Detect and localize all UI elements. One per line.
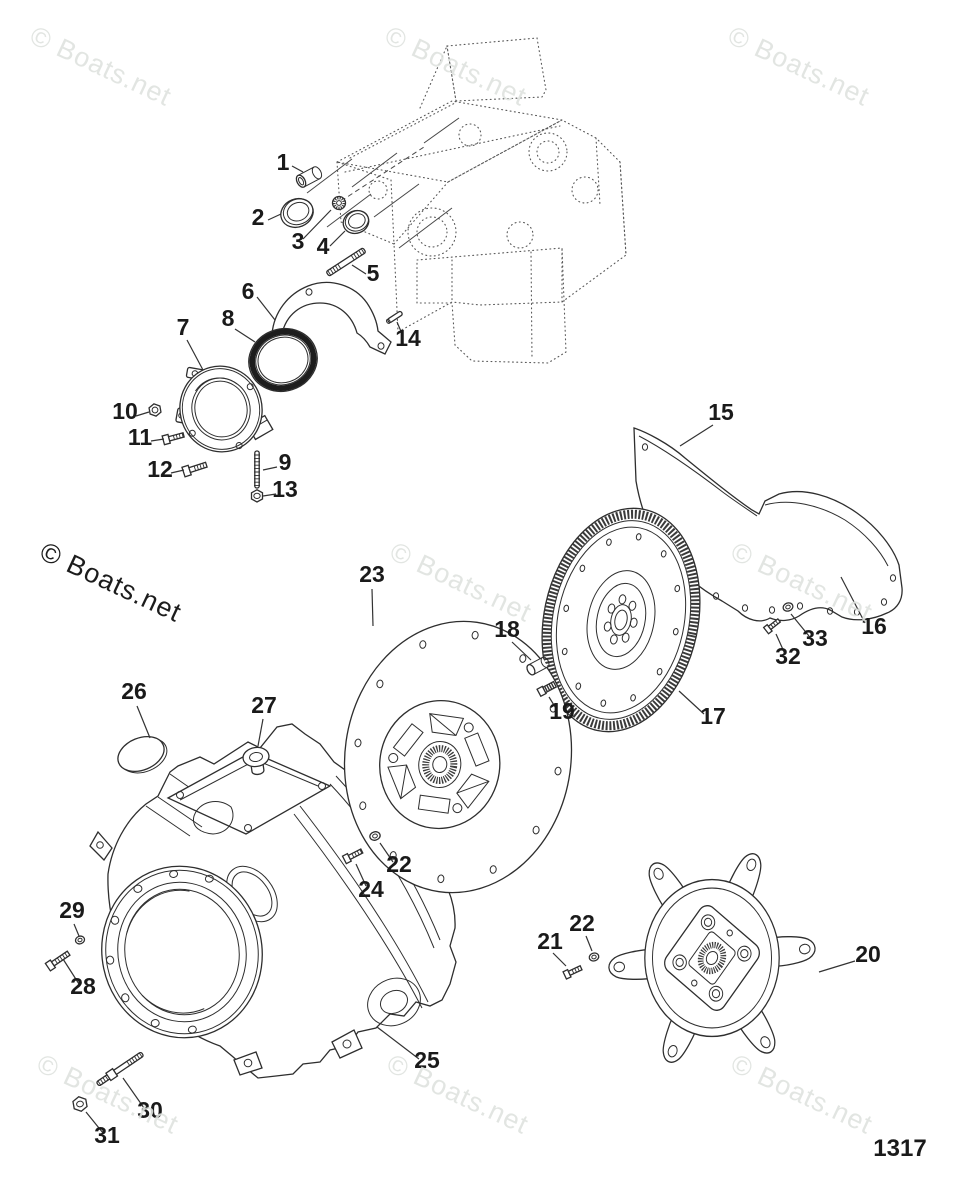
screw-19 [536, 680, 558, 698]
bushing-18 [526, 656, 550, 676]
washer-33 [782, 602, 794, 612]
callout-32: 32 [775, 643, 801, 669]
watermark-text: © Boats.net [385, 536, 536, 628]
callout-6: 6 [242, 278, 255, 304]
stud-5 [326, 247, 366, 277]
drive-plate [343, 620, 573, 894]
retainer-plate-6 [267, 281, 392, 355]
callout-27: 27 [251, 692, 277, 718]
callout-26: 26 [121, 678, 147, 704]
callout-21: 21 [537, 928, 563, 954]
callout-17: 17 [700, 703, 726, 729]
washer-22a [369, 831, 381, 841]
watermark-text: © Boats.net [35, 536, 186, 628]
callout-3: 3 [292, 228, 305, 254]
flywheel-cover-plate [633, 427, 903, 622]
washer-22b [588, 952, 600, 962]
bolt-11 [161, 431, 185, 446]
callout-2: 2 [252, 204, 265, 230]
callout-23: 23 [359, 561, 385, 587]
callout-7: 7 [177, 314, 190, 340]
callout-12: 12 [147, 456, 173, 482]
leader-lines [62, 165, 866, 1134]
watermark-text: © Boats.net [726, 1048, 877, 1140]
housing-flange [101, 865, 263, 1039]
nut-31 [72, 1095, 88, 1113]
seal-ring-4 [342, 209, 370, 235]
watermark-text: © Boats.net [723, 20, 874, 112]
callout-15: 15 [708, 399, 734, 425]
watermark-text: © Boats.net [25, 20, 176, 112]
drive-plate-rim-holes [354, 630, 562, 884]
flywheel [541, 507, 701, 733]
bushing-1 [295, 166, 323, 188]
bolt-28 [44, 950, 71, 972]
nut-10 [148, 403, 162, 417]
callout-22: 22 [569, 910, 595, 936]
oil-seal-8 [248, 327, 318, 393]
callout-30: 30 [137, 1097, 163, 1123]
coupler-center-plate [664, 905, 760, 1011]
bolt-21 [562, 964, 583, 980]
watermark-text: © Boats.net [382, 1048, 533, 1140]
callout-18: 18 [494, 616, 520, 642]
callout-5: 5 [367, 260, 380, 286]
callout-14: 14 [395, 325, 421, 351]
callout-9: 9 [279, 449, 292, 475]
watermark-text: © Boats.net [380, 20, 531, 112]
callout-28: 28 [70, 973, 96, 999]
callout-1: 1 [277, 149, 290, 175]
callout-29: 29 [59, 897, 85, 923]
callout-16: 16 [861, 613, 887, 639]
flywheel-rim-holes [561, 533, 681, 707]
bolt-12 [181, 461, 208, 478]
callout-10: 10 [112, 398, 138, 424]
drive-coupler [608, 853, 816, 1063]
pin-14 [385, 310, 403, 324]
bolt-32 [762, 617, 782, 635]
stud-30 [96, 1051, 144, 1087]
cap-26 [117, 736, 168, 774]
callout-31: 31 [94, 1122, 120, 1148]
seal-ring-2 [280, 197, 314, 229]
seal-carrier-7 [175, 365, 274, 453]
drive-plate-hub [379, 699, 501, 830]
plug-27 [242, 746, 270, 776]
callout-33: 33 [802, 625, 828, 651]
callout-25: 25 [414, 1047, 440, 1073]
engine-block-outline [335, 37, 627, 364]
bolt-24 [341, 848, 364, 865]
callout-13: 13 [272, 476, 298, 502]
nut-13 [250, 489, 264, 503]
callout-19: 19 [549, 698, 575, 724]
callout-4: 4 [317, 233, 330, 259]
callout-11: 11 [128, 424, 153, 450]
callout-24: 24 [358, 876, 384, 902]
callout-8: 8 [222, 305, 235, 331]
washer-29 [74, 935, 86, 945]
flywheel-hub-holes [603, 594, 638, 645]
page-number: 1317 [873, 1135, 926, 1162]
callout-20: 20 [855, 941, 881, 967]
plug-3 [331, 195, 347, 211]
stud-9 [254, 450, 260, 489]
callout-22: 22 [386, 851, 412, 877]
